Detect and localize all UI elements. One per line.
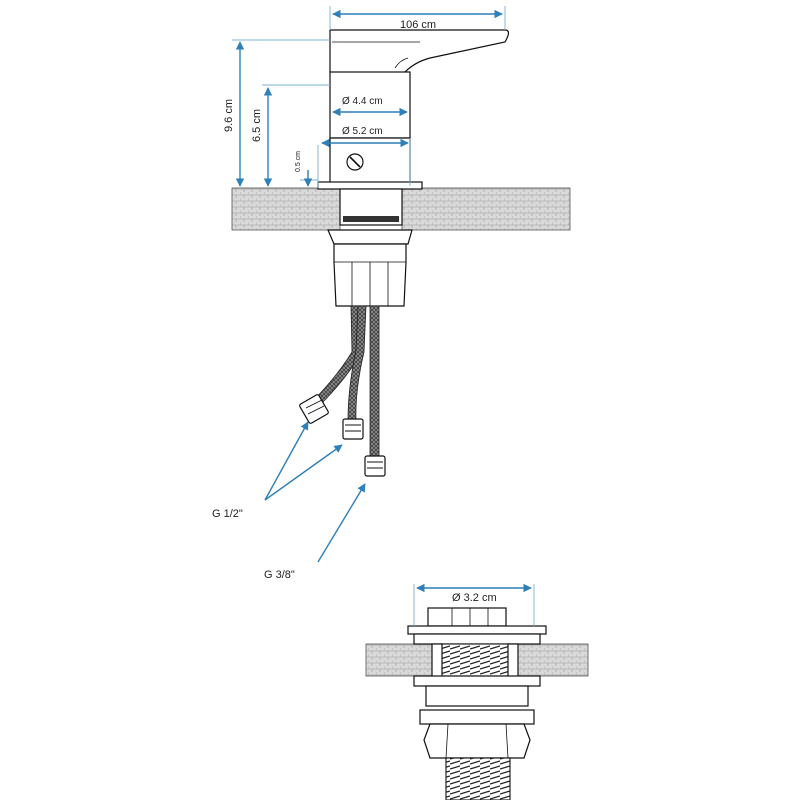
lower-diameter-label: Ø 5.2 cm [342,126,383,137]
lower-mount-nut [327,229,413,245]
body-height-label: 6.5 cm [251,109,263,142]
detail-threaded-stem [445,757,511,800]
fitting-middle-icon [342,418,364,440]
mixer-thread-label: G 3/8" [264,569,295,581]
countertop-left [231,187,341,231]
top-width-label: 106 cm [400,19,436,31]
mount-detail-view: Ø 3.2 cm [365,583,589,800]
fitting-left-icon [299,394,329,424]
detail-hex-nut [423,723,531,759]
detail-threaded-shank [439,643,511,677]
hose-right [369,305,380,457]
detail-countertop-right [509,643,589,677]
faucet-upper-body [329,71,411,139]
countertop-right [401,187,571,231]
fitting-right-icon [364,455,386,477]
hot-cold-thread-label: G 1/2" [212,508,243,520]
lever-handle [329,29,510,78]
faucet-lower-body [329,137,411,186]
total-height-label: 9.6 cm [223,99,235,132]
detail-countertop-left [365,643,441,677]
main-faucet-view: 106 cm 9.6 cm 6.5 cm 0.5 cm Ø 4.4 cm Ø 5… [212,6,571,581]
base-thickness-label: 0.5 cm [295,151,302,172]
upper-diameter-label: Ø 4.4 cm [342,96,383,107]
mount-diameter-label: Ø 3.2 cm [452,592,497,604]
